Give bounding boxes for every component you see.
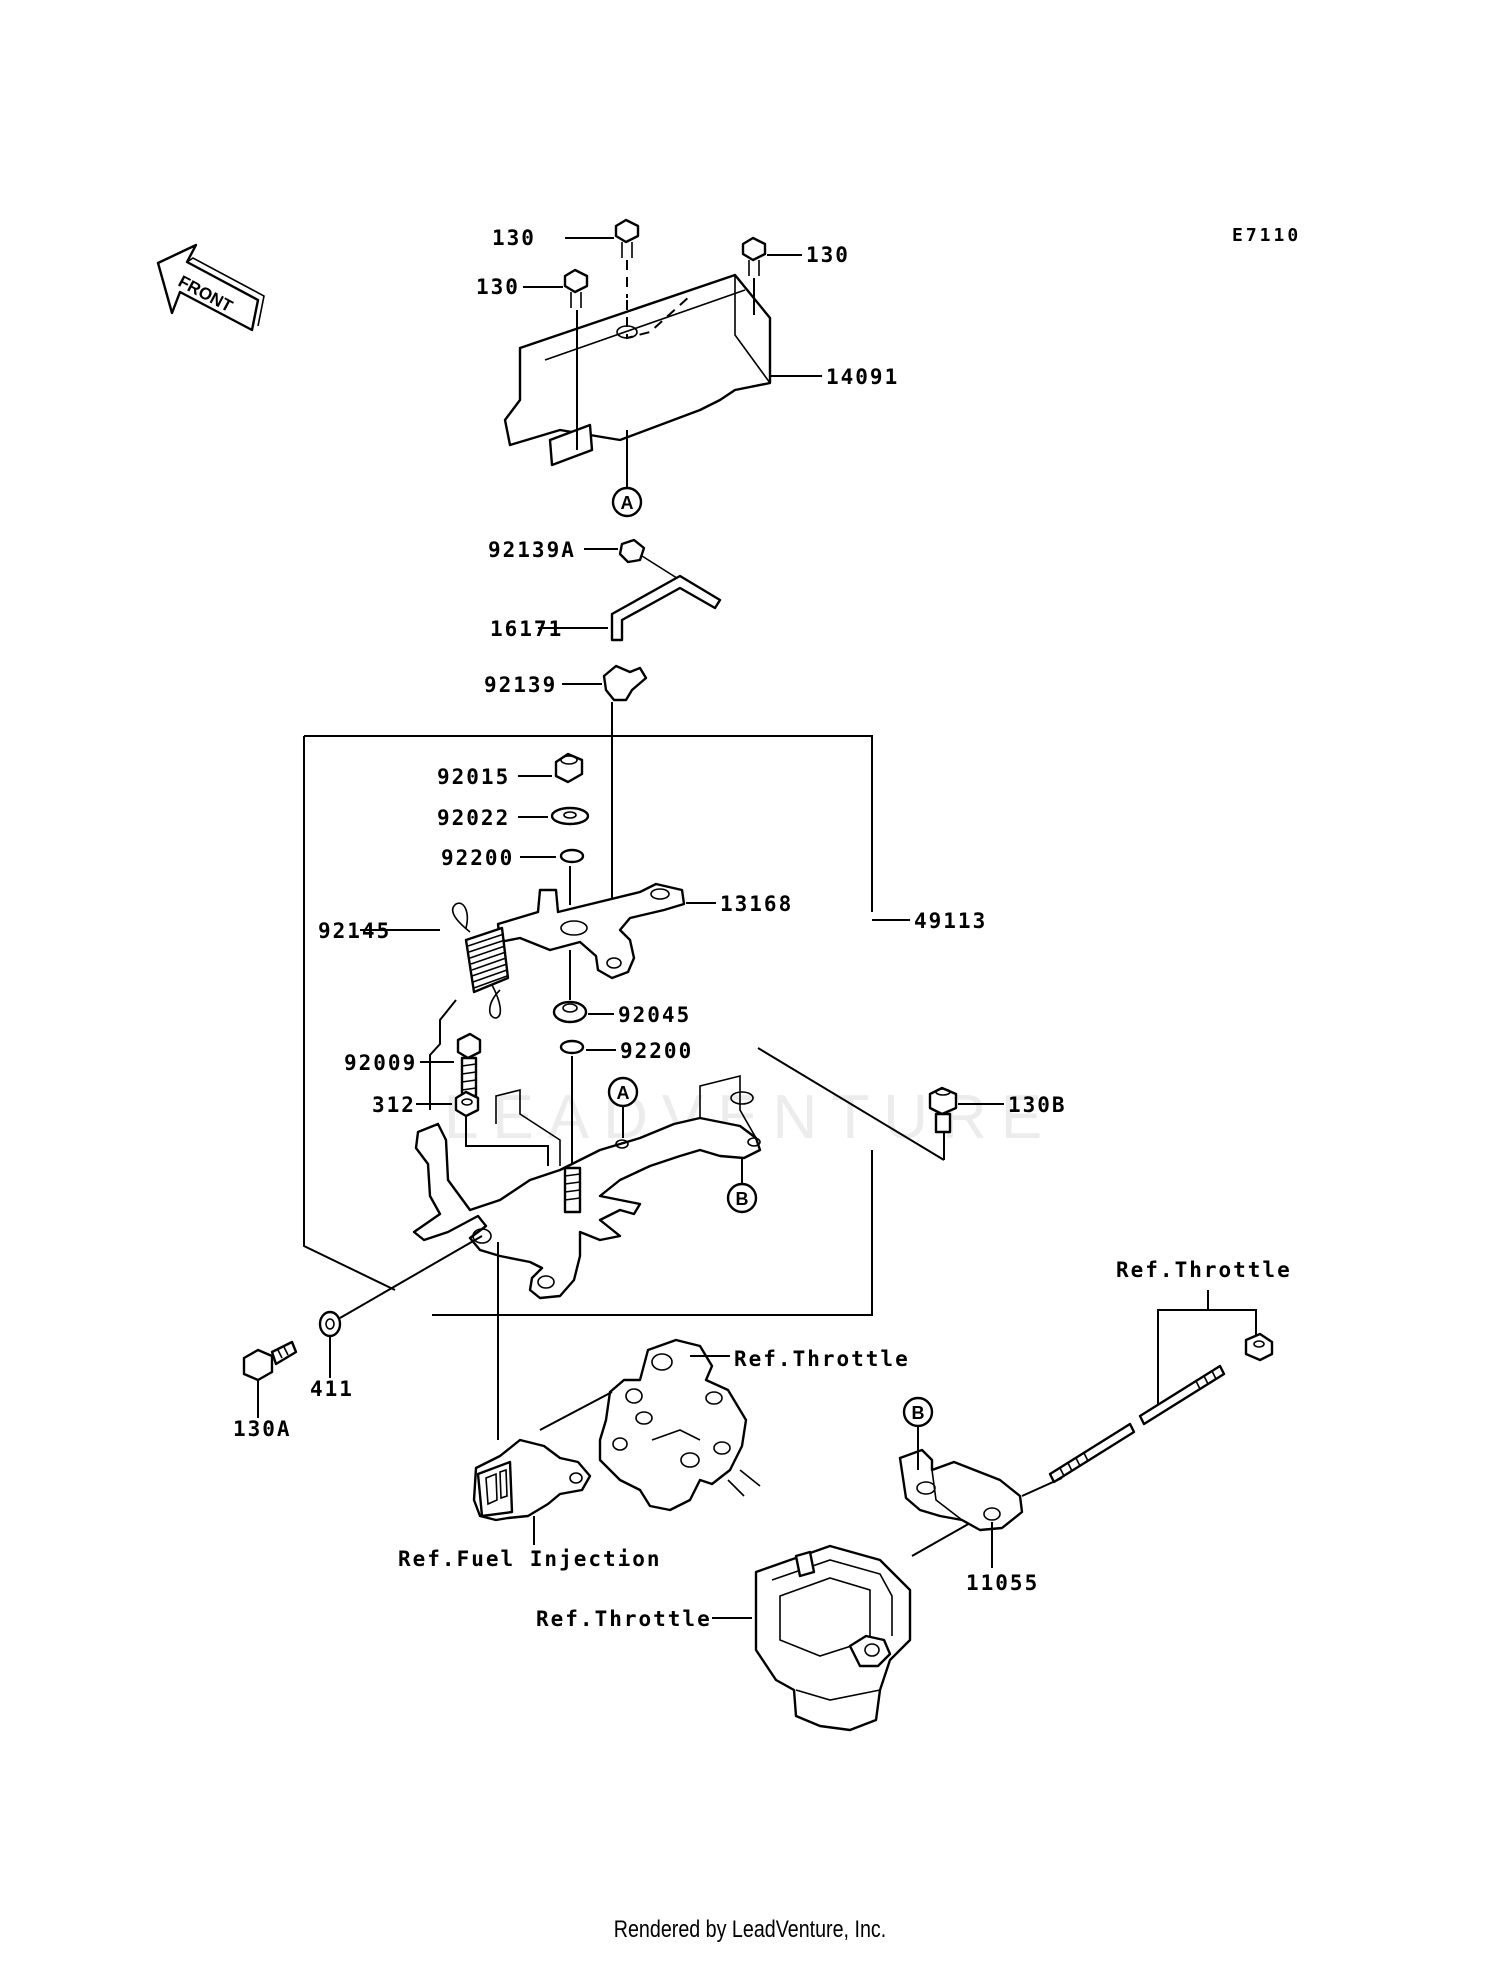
bolt-130b bbox=[928, 1086, 958, 1134]
svg-text:A: A bbox=[621, 493, 634, 513]
washer-92022 bbox=[550, 806, 590, 826]
bolt-92009 bbox=[456, 1032, 482, 1098]
spring-92145 bbox=[451, 902, 510, 1019]
part-number-312: 312 bbox=[372, 1093, 416, 1117]
throttle-body-bottom bbox=[754, 1544, 912, 1732]
part-number-13168: 13168 bbox=[720, 892, 793, 916]
throttle-body-middle bbox=[598, 1338, 761, 1512]
ref-fuel-injection: Ref.Fuel Injection bbox=[398, 1547, 662, 1571]
ref-throttle-bottom: Ref.Throttle bbox=[536, 1607, 712, 1631]
part-number-130a: 130A bbox=[233, 1417, 292, 1441]
part-number-92139a: 92139A bbox=[488, 538, 576, 562]
part-number-49113: 49113 bbox=[914, 909, 987, 933]
clamp-92139 bbox=[602, 664, 648, 702]
ref-throttle-middle: Ref.Throttle bbox=[734, 1347, 910, 1371]
clamp-92139a bbox=[618, 538, 646, 564]
svg-text:A: A bbox=[617, 1083, 630, 1103]
assembly-box-left bbox=[303, 736, 396, 1291]
nut-312 bbox=[454, 1090, 480, 1118]
part-number-130b: 130B bbox=[1008, 1093, 1067, 1117]
part-number-130: 130 bbox=[492, 226, 536, 250]
washer-92200-bottom bbox=[559, 1039, 585, 1055]
cover-14091 bbox=[503, 273, 772, 467]
svg-text:B: B bbox=[912, 1403, 925, 1423]
nut-throttle-rod bbox=[1244, 1332, 1274, 1362]
bracket-11055 bbox=[898, 1448, 1024, 1532]
part-number-411: 411 bbox=[310, 1377, 354, 1401]
part-number-92009: 92009 bbox=[344, 1051, 417, 1075]
bolt-130-top-left bbox=[523, 268, 589, 450]
assembly-box-top bbox=[304, 735, 873, 912]
lever-13168 bbox=[496, 882, 686, 980]
part-number-16171: 16171 bbox=[490, 617, 563, 641]
bracket-main bbox=[412, 1074, 762, 1300]
footer-credit: Rendered by LeadVenture, Inc. bbox=[613, 1916, 887, 1943]
part-number-92045: 92045 bbox=[618, 1003, 691, 1027]
ref-throttle-top-right: Ref.Throttle bbox=[1116, 1258, 1292, 1282]
washer-92200-top bbox=[559, 848, 585, 864]
bolt-130a bbox=[242, 1340, 298, 1382]
part-number-92015: 92015 bbox=[437, 765, 510, 789]
bolt-130-top-right bbox=[741, 236, 802, 315]
assembly-box-bottom bbox=[432, 1150, 873, 1316]
part-number-130-left: 130 bbox=[476, 275, 520, 299]
part-number-92200-bottom: 92200 bbox=[620, 1039, 693, 1063]
svg-text:B: B bbox=[736, 1189, 749, 1209]
part-number-92200-top: 92200 bbox=[441, 846, 514, 870]
marker-b-middle bbox=[726, 1182, 758, 1214]
diagram-code: E7110 bbox=[1232, 225, 1301, 246]
sensor-fuel-injection bbox=[472, 1438, 592, 1545]
rod-16171 bbox=[610, 574, 722, 642]
part-number-14091: 14091 bbox=[826, 365, 899, 389]
part-number-11055: 11055 bbox=[966, 1571, 1039, 1595]
front-arrow-icon: FRONT bbox=[156, 243, 265, 332]
marker-a-top bbox=[611, 486, 643, 518]
part-number-92145: 92145 bbox=[318, 919, 391, 943]
part-number-92022: 92022 bbox=[437, 806, 510, 830]
bushing-92045 bbox=[552, 1000, 588, 1024]
washer-411 bbox=[318, 1310, 342, 1338]
part-number-92139: 92139 bbox=[484, 673, 557, 697]
throttle-rod bbox=[1048, 1364, 1226, 1484]
part-number-130-right: 130 bbox=[806, 243, 850, 267]
nut-92015 bbox=[554, 752, 584, 784]
bolt-130-top-center bbox=[565, 218, 640, 298]
